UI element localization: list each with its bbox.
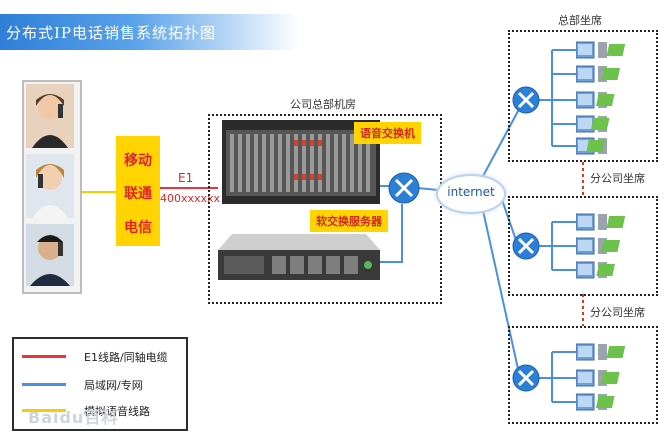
- user-avatar-3: [26, 224, 74, 286]
- hq-seats-router-icon: [512, 86, 540, 114]
- branch2-seats-box: [508, 326, 658, 424]
- branch1-seats-label: 分公司坐席: [590, 172, 645, 185]
- lan-router-internet: [417, 187, 439, 191]
- branch1-seat-tree: [538, 221, 578, 271]
- branch1-router-icon: [512, 232, 540, 260]
- phone-users: [22, 80, 82, 294]
- workstation-icon: [576, 65, 621, 83]
- user-avatar-1: [26, 84, 74, 148]
- internet-cloud: internet: [436, 174, 506, 214]
- workstation-icon: [576, 237, 621, 255]
- link-internet-branch2: [481, 205, 521, 379]
- branch2-seat-tree: [538, 351, 578, 403]
- hq-seats-label: 总部坐席: [558, 14, 602, 27]
- internet-label: internet: [447, 185, 495, 199]
- hq-router-icon: [388, 172, 420, 204]
- carrier-box: 移动 联通 电信: [116, 136, 160, 246]
- legend-lan-label: 局域网/专网: [84, 379, 143, 392]
- e1-number: 400xxxxxx: [160, 192, 221, 205]
- legend-e1-swatch: [22, 355, 66, 358]
- legend: E1线路/同轴电缆 局域网/专网 模拟语音线路: [12, 337, 188, 431]
- e1-label: E1: [178, 171, 194, 185]
- workstation-icon: [576, 115, 610, 133]
- carrier-unicom: 联通: [124, 186, 152, 202]
- workstation-icon: [576, 343, 626, 361]
- softswitch-callout: 软交换服务器: [310, 210, 388, 232]
- workstation-icon: [576, 137, 607, 155]
- branch2-seats-label: 分公司坐席: [590, 306, 645, 319]
- title-bar: [0, 14, 300, 50]
- softswitch-server-icon: [218, 234, 380, 280]
- workstation-icon: [576, 41, 626, 59]
- carrier-telecom: 电信: [124, 220, 152, 236]
- page-title: 分布式IP电话销售系统拓扑图: [6, 24, 217, 42]
- legend-analog-swatch: [22, 409, 66, 412]
- voice-switch-icon: [222, 120, 380, 204]
- legend-lan-swatch: [22, 383, 66, 386]
- workstation-icon: [576, 369, 620, 387]
- legend-e1-label: E1线路/同轴电缆: [84, 351, 168, 364]
- watermark: Baidu百科: [28, 408, 119, 427]
- phone-user-icons: [26, 84, 74, 286]
- carrier-mobile: 移动: [124, 153, 152, 169]
- hq-workstations: [576, 41, 626, 155]
- workstation-icon: [576, 261, 615, 279]
- voice-switch-callout: 语音交换机: [354, 122, 421, 144]
- user-avatar-2: [26, 154, 74, 218]
- workstation-icon: [576, 91, 615, 109]
- hq-room-label: 公司总部机房: [290, 98, 356, 111]
- hq-seats-box: [508, 30, 658, 162]
- lan-server-router: [380, 204, 403, 263]
- legend-analog-label: 模拟语音线路: [84, 405, 150, 418]
- branch1-seats-box: [508, 196, 658, 296]
- workstation-icon: [576, 213, 626, 231]
- link-internet-hq: [481, 99, 525, 179]
- branch1-workstations: [576, 213, 626, 279]
- hq-room-box: [208, 114, 442, 304]
- branch2-router-icon: [512, 364, 540, 392]
- workstation-icon: [576, 393, 615, 411]
- hq-seat-tree: [538, 49, 578, 147]
- branch2-workstations: [576, 343, 626, 411]
